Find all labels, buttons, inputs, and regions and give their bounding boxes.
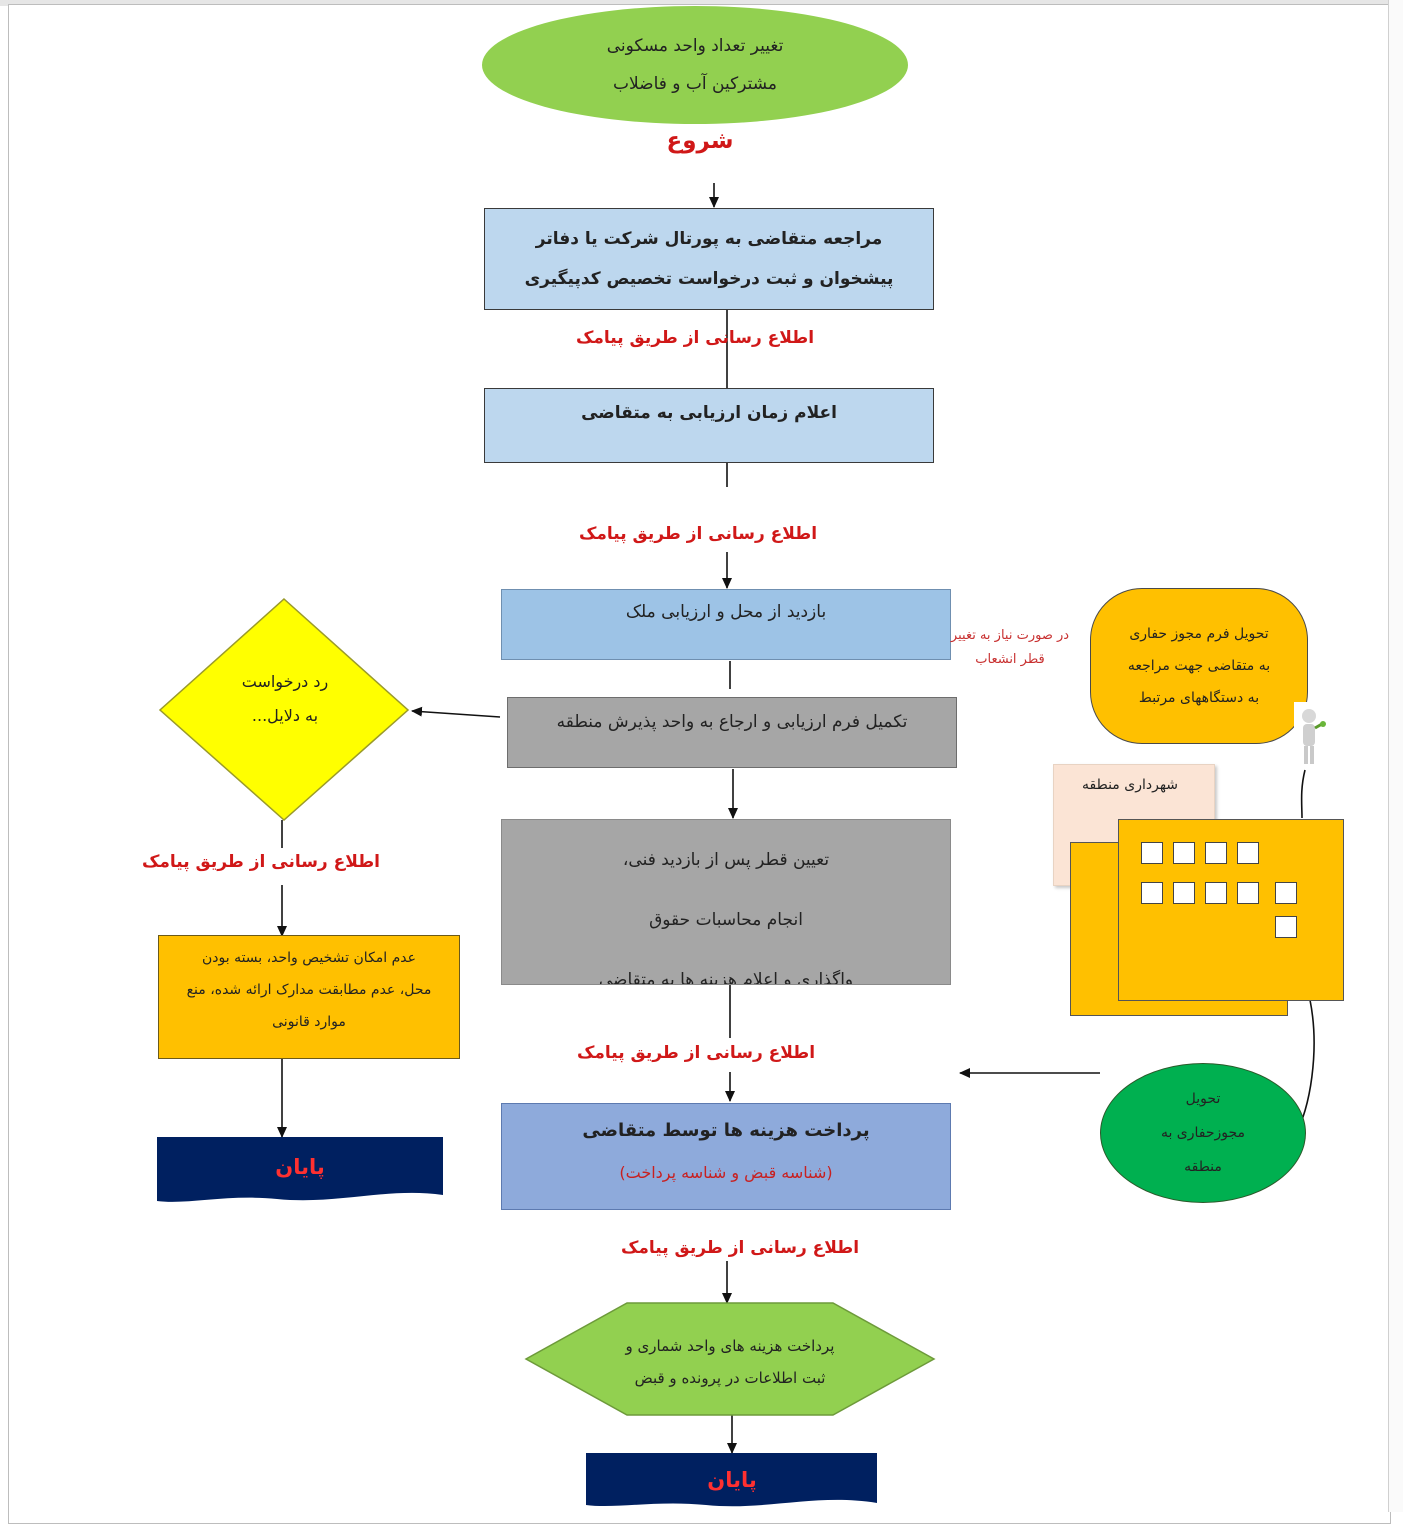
window-top-edge — [0, 0, 1403, 6]
reject-diamond: رد درخواست به دلایل... — [215, 665, 355, 733]
end-banner-main-shape — [586, 1453, 877, 1507]
step-portal-line2: پیشخوان و ثبت درخواست تخصیص کدپیگیری — [524, 269, 894, 289]
sms-notice-3: اطلاع رسانی از طریق پیامک — [576, 1043, 816, 1063]
step-form-text: تکمیل فرم ارزیابی و ارجاع به واحد پذیرش … — [556, 712, 908, 732]
building-window — [1237, 842, 1259, 864]
step-announce-text: اعلام زمان ارزیابی به متقاضی — [581, 403, 837, 423]
permit-form-line2: به متقاضی جهت مراجعه — [1127, 658, 1271, 674]
end-label-main: پایان — [707, 1468, 757, 1492]
reject-reasons-line1: عدم امکان تشخیص واحد، بسته بودن — [201, 950, 417, 966]
step-final: پرداخت هزینه های واحد شماری و ثبت اطلاعا… — [560, 1330, 900, 1394]
permit-delivery: تحویل مجوزحفاری به منطقه — [1100, 1063, 1306, 1203]
arrow-form-to-reject — [411, 706, 501, 718]
start-oval: تغییر تعداد واحد مسکونی مشترکین آب و فاض… — [482, 6, 908, 124]
step-form: تکمیل فرم ارزیابی و ارجاع به واحد پذیرش … — [507, 697, 957, 768]
reject-reasons: عدم امکان تشخیص واحد، بسته بودن محل، عدم… — [158, 935, 460, 1059]
sms-notice-5: اطلاع رسانی از طریق پیامک — [141, 852, 380, 872]
connector-permit-form-to-municipality — [1300, 769, 1306, 819]
scrollbar[interactable] — [1388, 0, 1403, 1512]
start-oval-line1: تغییر تعداد واحد مسکونی — [606, 36, 784, 56]
step-payment: پرداخت هزینه ها توسط متقاضی (شناسه قبض و… — [501, 1103, 951, 1210]
end-banner-left-shape — [157, 1137, 443, 1202]
building-window — [1173, 882, 1195, 904]
note-diameter-line1: در صورت نیاز به تغییر — [950, 628, 1070, 643]
step-final-hexagon-shape — [524, 1302, 936, 1416]
building-window — [1141, 882, 1163, 904]
reject-diamond-line2: به دلایل... — [251, 706, 319, 725]
permit-delivery-line2: مجوزحفاری به — [1160, 1125, 1246, 1141]
note-diameter-line2: قطر انشعاب — [975, 652, 1045, 667]
step-final-line2: ثبت اطلاعات در پرونده و قبض — [634, 1369, 826, 1387]
building-window — [1205, 882, 1227, 904]
start-oval-line2: مشترکین آب و فاضلاب — [613, 74, 777, 94]
start-label: شروع — [666, 128, 734, 154]
permit-delivery-line1: تحویل — [1185, 1091, 1221, 1107]
reject-diamond-shape — [158, 598, 410, 822]
permit-form: تحویل فرم مجوز حفاری به متقاضی جهت مراجع… — [1090, 588, 1308, 744]
permit-form-line1: تحویل فرم مجوز حفاری — [1129, 626, 1269, 642]
building-window — [1141, 842, 1163, 864]
reject-diamond-line1: رد درخواست — [241, 672, 329, 691]
sms-notice-2: اطلاع رسانی از طریق پیامک — [578, 524, 818, 544]
step-determine: تعیین قطر پس از بازدید فنی، انجام محاسبا… — [501, 819, 951, 985]
note-diameter: در صورت نیاز به تغییر قطر انشعاب — [935, 624, 1085, 672]
step-payment-line2: (شناسه قبض و شناسه پرداخت) — [619, 1163, 833, 1182]
building-icon — [1118, 819, 1344, 1001]
step-payment-line1: پرداخت هزینه ها توسط متقاضی — [582, 1120, 870, 1141]
building-window — [1275, 882, 1297, 904]
sms-notice-4: اطلاع رسانی از طریق پیامک — [620, 1238, 860, 1258]
reject-reasons-line2: محل، عدم مطابقت مدارک ارائه شده، منع — [186, 982, 432, 998]
step-portal-line1: مراجعه متقاضی به پورتال شرکت یا دفاتر — [535, 229, 883, 249]
step-visit: بازدید از محل و ارزیابی ملک — [501, 589, 951, 660]
permit-form-line3: به دستگاههای مرتبط — [1138, 690, 1260, 706]
step-visit-text: بازدید از محل و ارزیابی ملک — [625, 602, 827, 622]
step-determine-line2: انجام محاسبات حقوق — [649, 910, 803, 930]
municipality-label: شهرداری منطقه — [1082, 777, 1178, 793]
step-determine-line1: تعیین قطر پس از بازدید فنی، — [622, 850, 830, 870]
person-figure-icon — [1294, 702, 1328, 768]
step-portal: مراجعه متقاضی به پورتال شرکت یا دفاتر پی… — [484, 208, 934, 310]
building-window — [1237, 882, 1259, 904]
step-final-line1: پرداخت هزینه های واحد شماری و — [625, 1337, 835, 1355]
building-window — [1205, 842, 1227, 864]
step-announce: اعلام زمان ارزیابی به متقاضی — [484, 388, 934, 463]
building-window — [1275, 916, 1297, 938]
reject-reasons-line3: موارد قانونی — [272, 1014, 346, 1030]
building-window — [1173, 842, 1195, 864]
step-determine-line3: واگذاری و اعلام هزینه ها به متقاضی — [598, 970, 854, 985]
sms-notice-1: اطلاع رسانی از طریق پیامک — [575, 328, 815, 348]
end-label-left: پایان — [275, 1155, 325, 1179]
permit-delivery-line3: منطقه — [1184, 1159, 1222, 1175]
